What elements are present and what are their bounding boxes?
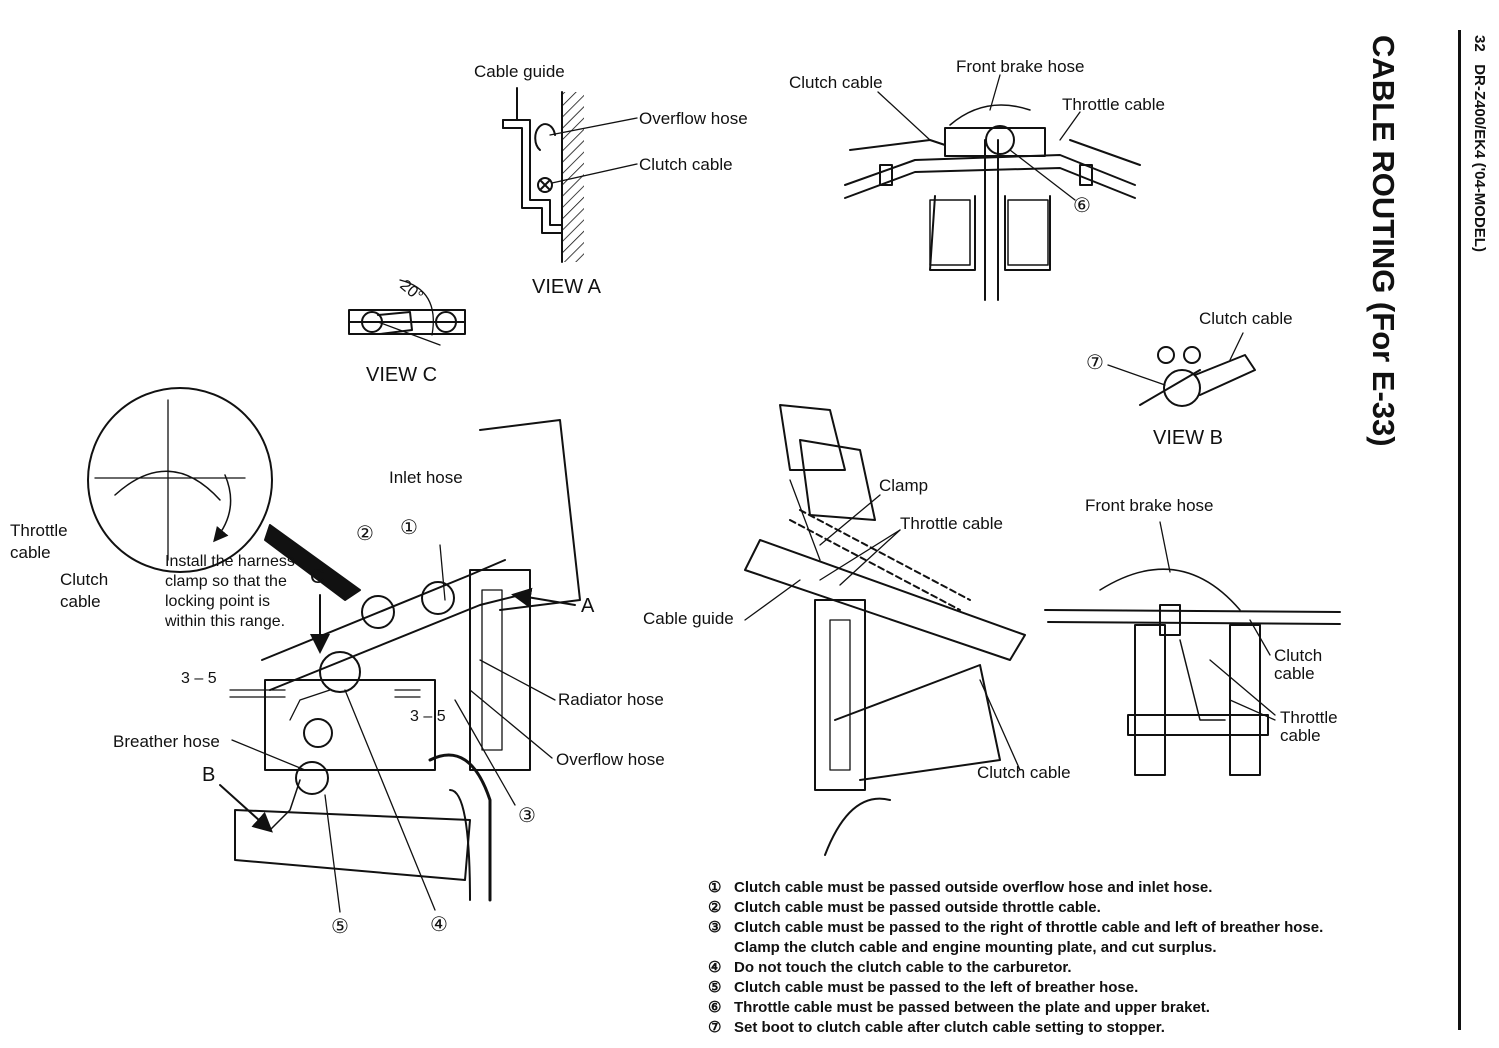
view-a-drawing — [502, 87, 638, 263]
clutch-cable-handlebar-label: Clutch cable — [789, 73, 883, 92]
cable-guide-top-label: Cable guide — [474, 62, 565, 81]
throttle-cable-left-label-1: Throttle — [10, 521, 68, 540]
note-text: Clutch cable must be passed to the left … — [734, 979, 1139, 996]
dimension-left-label: 3 – 5 — [181, 670, 217, 687]
note-marker: ⑥ — [708, 999, 722, 1016]
clutch-cable-right-label-1: Clutch — [1274, 646, 1323, 665]
inlet-hose-label: Inlet hose — [389, 468, 463, 487]
overflow-hose-top-label: Overflow hose — [639, 109, 748, 128]
note-text: Clutch cable must be passed to the right… — [734, 919, 1324, 936]
note-item: ④ Do not touch the clutch cable to the ca… — [708, 958, 1323, 978]
note-item: ② Clutch cable must be passed outside thr… — [708, 898, 1323, 918]
note-marker — [708, 938, 734, 958]
page-number: 32 — [1471, 35, 1488, 52]
note-marker: ① — [708, 879, 722, 896]
callout-6: ⑥ — [1073, 195, 1091, 217]
model-name: DR-Z400/EK4 ('04-MODEL) — [1471, 64, 1488, 252]
note-text: Clutch cable must be passed outside over… — [734, 879, 1213, 896]
cable-guide-mid-label: Cable guide — [643, 609, 734, 628]
note-item: ⑦ Set boot to clutch cable after clutch c… — [708, 1018, 1323, 1038]
note-marker: ③ — [708, 919, 722, 936]
throttle-cable-right-label-1: Throttle — [1280, 708, 1338, 727]
clutch-cable-left-label-2: cable — [60, 592, 101, 611]
note-text: Clutch cable must be passed outside thro… — [734, 899, 1101, 916]
throttle-cable-left-label-2: cable — [10, 543, 51, 562]
note-text: Set boot to clutch cable after clutch ca… — [734, 1019, 1165, 1036]
clutch-cable-view-b-label: Clutch cable — [1199, 309, 1293, 328]
view-b-drawing — [1107, 332, 1256, 407]
note-item: ③ Clutch cable must be passed to the righ… — [708, 918, 1323, 938]
clutch-cable-mid-label: Clutch cable — [977, 763, 1071, 782]
view-a-label: VIEW A — [532, 276, 601, 298]
view-c-label: VIEW C — [366, 364, 438, 386]
install-note-line-3: locking point is — [165, 593, 270, 610]
view-b-label: VIEW B — [1153, 427, 1224, 449]
install-note-line-2: clamp so that the — [165, 573, 287, 590]
note-item: ① Clutch cable must be passed outside ove… — [708, 878, 1323, 898]
radiator-hose-label: Radiator hose — [558, 690, 664, 709]
note-text: Throttle cable must be passed between th… — [734, 999, 1210, 1016]
dimension-right-label: 3 – 5 — [410, 708, 446, 725]
arrow-a-label: A — [581, 595, 595, 617]
view-c-drawing — [348, 279, 466, 346]
throttle-cable-right-label-2: cable — [1280, 726, 1321, 745]
callout-7: ⑦ — [1086, 352, 1104, 374]
callout-4: ④ — [430, 914, 448, 936]
header-rule — [1458, 30, 1461, 1030]
arrow-b-label: B — [202, 764, 216, 786]
middle-side-drawing — [744, 404, 1026, 856]
throttle-cable-handlebar-label: Throttle cable — [1062, 95, 1165, 114]
note-item: Clamp the clutch cable and engine mounti… — [708, 938, 1323, 958]
clutch-cable-view-a-label: Clutch cable — [639, 155, 733, 174]
clutch-cable-right-label-2: cable — [1274, 664, 1315, 683]
clutch-cable-left-label-1: Clutch — [60, 570, 109, 589]
handlebar-top-drawing — [844, 74, 1141, 301]
note-item: ⑥ Throttle cable must be passed between t… — [708, 998, 1323, 1018]
note-item: ⑤ Clutch cable must be passed to the left… — [708, 978, 1323, 998]
overflow-hose-mid-label: Overflow hose — [556, 750, 665, 769]
front-brake-hose-top-label: Front brake hose — [956, 57, 1085, 76]
notes-list: ① Clutch cable must be passed outside ove… — [708, 878, 1323, 1038]
callout-2: ② — [356, 523, 374, 545]
left-frame-drawing — [87, 387, 581, 913]
callout-5: ⑤ — [331, 916, 349, 938]
note-text: Do not touch the clutch cable to the car… — [734, 959, 1072, 976]
page-title: CABLE ROUTING (For E-33) — [1366, 35, 1401, 447]
note-marker: ② — [708, 899, 722, 916]
breather-hose-label: Breather hose — [113, 732, 220, 751]
arrow-c-label: C — [310, 566, 325, 588]
page-model-header: 32 DR-Z400/EK4 ('04-MODEL) — [1471, 35, 1488, 252]
note-text: Clamp the clutch cable and engine mounti… — [734, 939, 1217, 956]
clamp-label: Clamp — [879, 476, 929, 495]
note-marker: ⑦ — [708, 1019, 722, 1036]
note-marker: ⑤ — [708, 979, 722, 996]
callout-1: ① — [400, 517, 418, 539]
front-brake-hose-right-label: Front brake hose — [1085, 496, 1214, 515]
right-front-drawing — [1044, 521, 1341, 776]
install-note-line-4: within this range. — [165, 613, 286, 630]
throttle-cable-mid-label: Throttle cable — [900, 514, 1003, 533]
callout-3: ③ — [518, 805, 536, 827]
note-marker: ④ — [708, 959, 722, 976]
install-note-line-1: Install the harness — [165, 553, 295, 570]
